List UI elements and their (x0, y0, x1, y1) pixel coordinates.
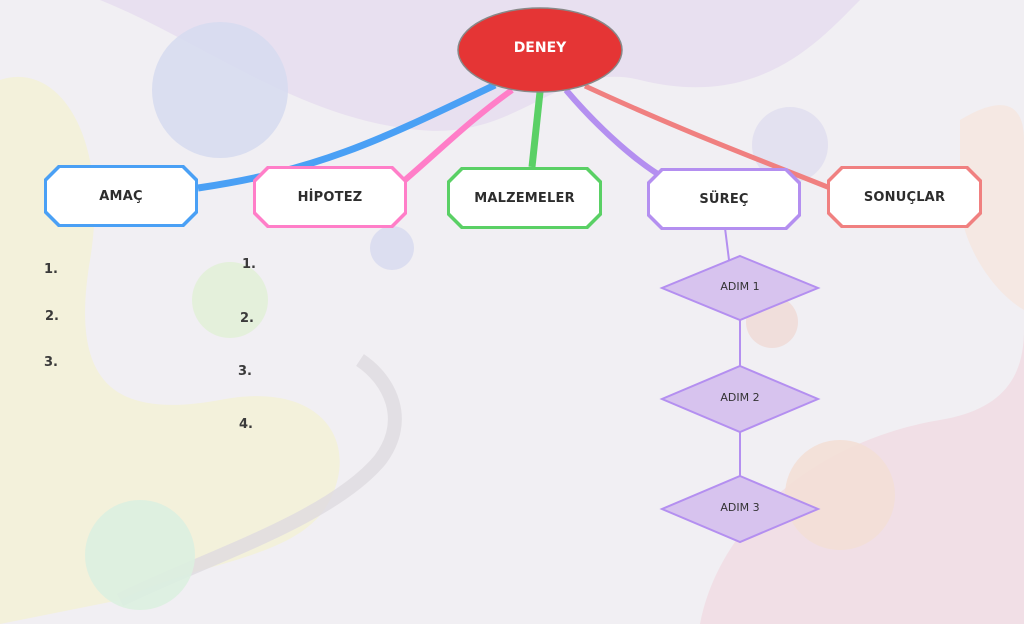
connector-malzemeler (528, 91, 544, 168)
connectors (197, 81, 831, 478)
branch-label: MALZEMELER (474, 190, 575, 206)
branch-label: HİPOTEZ (297, 189, 363, 205)
branch-node-hipotez[interactable]: HİPOTEZ (253, 166, 407, 228)
branch-label: SONUÇLAR (863, 189, 946, 205)
step-label[interactable]: ADIM 1 (720, 280, 760, 293)
step-diamond (659, 474, 821, 544)
root-node-shape (457, 7, 623, 93)
branch-label: SÜREÇ (699, 191, 749, 207)
root-node-label[interactable]: DENEY (513, 40, 567, 56)
branch-node-amac[interactable]: AMAÇ (44, 165, 198, 227)
amac-list-item[interactable]: 1. (44, 262, 58, 277)
branch-node-sonuclar[interactable]: SONUÇLAR (827, 166, 982, 228)
step-label[interactable]: ADIM 3 (720, 501, 760, 514)
step-diamond (659, 364, 821, 434)
hipotez-list-item[interactable]: 3. (238, 364, 252, 379)
branch-node-surec[interactable]: SÜREÇ (647, 168, 801, 230)
step-diamond (659, 254, 821, 322)
step-label[interactable]: ADIM 2 (720, 391, 760, 404)
amac-list-item[interactable]: 3. (44, 355, 58, 370)
connector-amac (197, 81, 497, 192)
hipotez-list-item[interactable]: 1. (242, 257, 256, 272)
connector-surec-steps (724, 227, 741, 478)
branch-label: AMAÇ (99, 188, 143, 204)
hipotez-list-item[interactable]: 2. (240, 311, 254, 326)
branch-node-malzemeler[interactable]: MALZEMELER (447, 167, 602, 229)
connector-hipotez (403, 87, 514, 183)
connector-sonuclar (583, 83, 831, 191)
hipotez-list-item[interactable]: 4. (239, 417, 253, 432)
amac-list-item[interactable]: 2. (45, 309, 59, 324)
